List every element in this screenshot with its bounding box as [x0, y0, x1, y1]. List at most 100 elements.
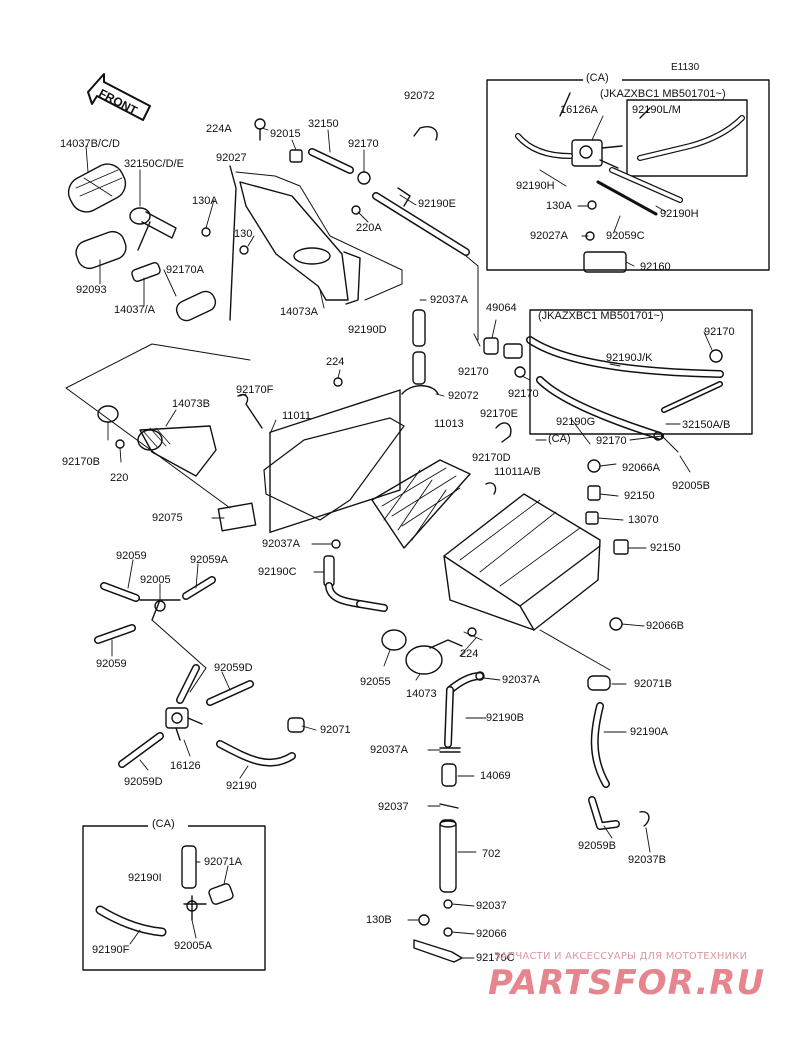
clip-92170-r [709, 349, 723, 363]
label-702: 702 [482, 848, 501, 860]
label-92190H-b: 92190H [660, 208, 699, 220]
label-92037A-4: 92037A [370, 744, 408, 756]
bolt-220A [351, 205, 361, 215]
clip-92170-top [357, 171, 371, 185]
label-92005: 92005 [140, 574, 171, 586]
label-92190E: 92190E [418, 198, 456, 210]
tee-92005 [139, 599, 181, 621]
label-92170-r2: 92170 [596, 435, 627, 447]
label-130: 130 [234, 228, 253, 240]
label-ca-top: (CA) [586, 72, 609, 84]
clip-92170F [237, 394, 263, 429]
fuel-tap-16126 [165, 707, 203, 741]
nut-92071 [287, 717, 305, 733]
label-32150: 32150 [308, 118, 339, 130]
label-11013: 11013 [434, 418, 464, 430]
label-92075: 92075 [152, 512, 183, 524]
strap-92170C [413, 939, 463, 963]
clip-92037A-3 [475, 671, 485, 681]
bolt-224-mid [333, 377, 343, 387]
bracket-92160 [583, 251, 627, 273]
front-arrow-icon [87, 73, 151, 121]
label-92190A: 92190A [630, 726, 668, 738]
label-92072-top: 92072 [404, 90, 435, 102]
fitting-92150-b [613, 539, 629, 555]
label-92005A: 92005A [174, 940, 212, 952]
air-duct-14073A [239, 181, 361, 305]
label-92037B: 92037B [628, 854, 666, 866]
label-92071: 92071 [320, 724, 351, 736]
label-130B: 130B [366, 914, 392, 926]
cap-92066 [443, 927, 453, 937]
label-92170D: 92170D [472, 452, 511, 464]
watermark-logo: PARTSFOR.RU [488, 963, 766, 1003]
clamp-92015 [289, 149, 303, 163]
label-11011: 11011 [282, 410, 311, 422]
filter-14037BCD [67, 163, 127, 213]
seal-92055 [381, 629, 407, 651]
clip-92037A-4 [439, 747, 461, 753]
label-14073B: 14073B [172, 398, 210, 410]
label-92059B: 92059B [578, 840, 616, 852]
label-32150CDE: 32150C/D/E [124, 158, 184, 170]
label-224A: 224A [206, 123, 232, 135]
fitting-92150-a [587, 485, 601, 501]
label-92037-low: 92037 [476, 900, 507, 912]
bolt-130A [201, 227, 211, 237]
clip-92072-top [413, 126, 438, 141]
label-92190H-a: 92190H [516, 180, 555, 192]
label-92170-c: 92170 [508, 388, 539, 400]
clip-92037A-2 [331, 539, 341, 549]
label-92005B: 92005B [672, 480, 710, 492]
filter-92093 [75, 230, 127, 270]
label-14073A: 14073A [280, 306, 318, 318]
label-130A: 130A [192, 195, 218, 207]
label-92027: 92027 [216, 152, 247, 164]
label-14037BCD: 14037B/C/D [60, 138, 120, 150]
clip-92170D [485, 482, 497, 495]
label-92059D-b: 92059D [124, 776, 163, 788]
label-ca-mid: (CA) [548, 433, 571, 445]
filter-14037A [131, 262, 161, 282]
label-92066: 92066 [476, 928, 507, 940]
label-92190I: 92190I [128, 872, 162, 884]
label-92037A-3: 92037A [502, 674, 540, 686]
watermark-caption: ЗАПЧАСТИ И АКСЕССУАРЫ ДЛЯ МОТОТЕХНИКИ [494, 951, 748, 962]
label-92150-b: 92150 [650, 542, 681, 554]
label-13070: 13070 [628, 514, 659, 526]
label-92190: 92190 [226, 780, 257, 792]
label-92059A: 92059A [190, 554, 228, 566]
label-92066B: 92066B [646, 620, 684, 632]
grommet-92071B [587, 675, 611, 691]
clip-92170-c [514, 366, 526, 378]
hose-92059C [596, 180, 658, 216]
label-92170B: 92170B [62, 456, 100, 468]
hose-92190D [412, 309, 426, 347]
label-92170A: 92170A [166, 264, 204, 276]
label-92059-b: 92059 [96, 658, 127, 670]
serial-inner-box-top [626, 99, 748, 177]
screw-224A [254, 118, 266, 130]
label-224-low: 224 [460, 648, 479, 660]
label-92170-r: 92170 [704, 326, 735, 338]
label-92190F: 92190F [92, 944, 130, 956]
filter-92170A [175, 290, 217, 322]
fuel-cock-ca-icon [571, 139, 623, 169]
label-92160: 92160 [640, 261, 671, 273]
label-224-mid: 224 [326, 356, 345, 368]
ca-top-box [486, 79, 770, 271]
label-92190B: 92190B [486, 712, 524, 724]
label-92093: 92093 [76, 284, 107, 296]
label-serial-top: (JKAZXBC1 MB501701~) [600, 88, 726, 100]
label-49064: 49064 [486, 302, 517, 314]
label-92015: 92015 [270, 128, 301, 140]
hose-92190C [323, 555, 335, 587]
label-14037A: 14037/A [114, 304, 155, 316]
label-16126: 16126 [170, 760, 201, 772]
label-92190G: 92190G [556, 416, 596, 428]
label-92190D: 92190D [348, 324, 387, 336]
filter-14069 [441, 763, 457, 787]
label-92059-a: 92059 [116, 550, 147, 562]
label-92150-a: 92150 [624, 490, 655, 502]
label-92066A: 92066A [622, 462, 660, 474]
